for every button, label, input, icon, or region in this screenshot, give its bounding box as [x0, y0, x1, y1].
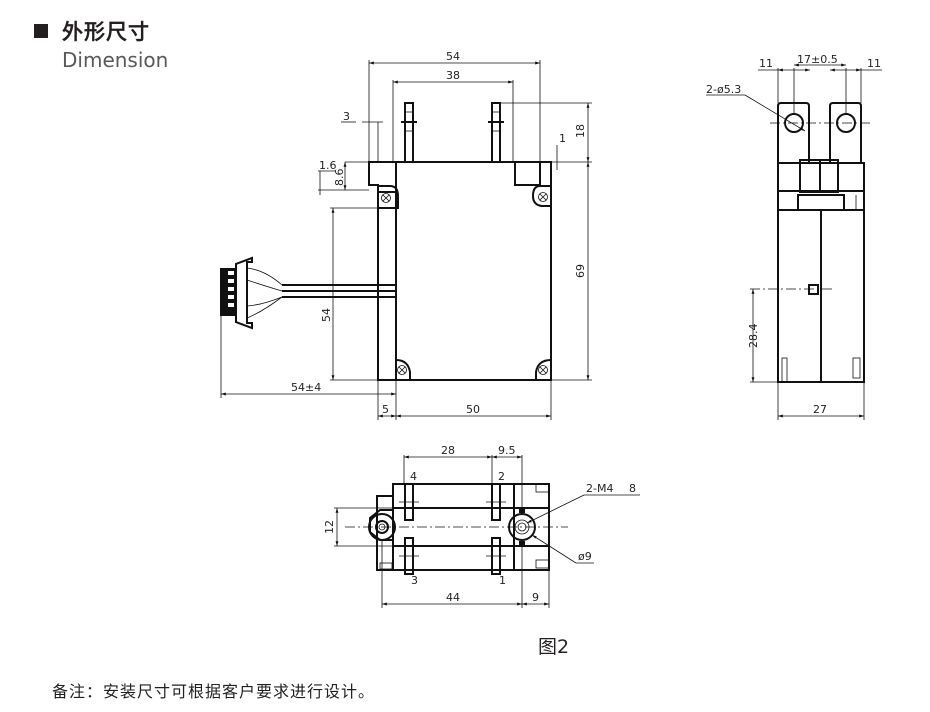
- side-center-marker: [808, 284, 819, 295]
- square-bullet-icon: [34, 24, 48, 38]
- dim-pin-pitch: 28: [441, 444, 455, 457]
- side-tab-left: [777, 102, 810, 163]
- dim-overall-width: 54: [446, 50, 460, 63]
- dim-depth: 27: [813, 403, 827, 416]
- terminal-right: [491, 102, 501, 163]
- ear-top-left: [377, 185, 399, 209]
- dim-end-offset: 9: [532, 591, 539, 604]
- dim-hole-pitch: 17±0.5: [797, 53, 838, 66]
- cable-connector: [235, 256, 253, 330]
- front-body-outline: [395, 161, 552, 381]
- section-header: 外形尺寸: [34, 16, 150, 46]
- screw-icon: [381, 193, 391, 203]
- dim-side-thickness: 5: [382, 403, 389, 416]
- dim-body-width: 50: [466, 403, 480, 416]
- screw-icon: [538, 365, 548, 375]
- dim-boss-dia: ø9: [578, 550, 592, 563]
- dim-mount-pitch: 44: [446, 591, 460, 604]
- dim-overall-height: 69: [574, 264, 587, 278]
- dim-right-margin: 11: [867, 57, 881, 70]
- dim-body-height: 54: [320, 308, 333, 322]
- screw-icon: [538, 192, 548, 202]
- connector-pins: [220, 268, 236, 316]
- ear-bottom-right: [535, 359, 552, 380]
- ear-bottom-left: [395, 359, 411, 381]
- screw-icon: [397, 365, 407, 375]
- dim-height: 12: [323, 520, 336, 534]
- dim-gap: 1: [559, 132, 566, 145]
- ear-top-right: [531, 185, 552, 207]
- pin-label-4: 4: [410, 470, 417, 483]
- section-title: 外形尺寸: [62, 20, 150, 44]
- dim-cable-length: 54±4: [291, 381, 321, 394]
- side-tab-right: [829, 102, 862, 163]
- remark-note: 备注：安装尺寸可根据客户要求进行设计。: [52, 682, 376, 701]
- terminal-left: [404, 102, 414, 163]
- pin-label-1: 1: [499, 574, 506, 587]
- dim-top-offset: 1.6: [319, 159, 337, 172]
- dim-left-margin: 11: [759, 57, 773, 70]
- dim-bracket-height: 8.6: [333, 169, 346, 187]
- side-view: 11 17±0.5 11 2-ø5.3 28.4 27: [706, 53, 882, 420]
- dim-center-height: 28.4: [747, 324, 760, 349]
- dim-hole-callout: 2-ø5.3: [706, 83, 741, 96]
- section-subtitle: Dimension: [62, 48, 169, 72]
- dim-offset: 9.5: [498, 444, 516, 457]
- figure-label: 图2: [538, 636, 570, 658]
- bottom-view: 4 2 3 1 28 9.5 2-M4 8 ø9 12 44 9: [323, 444, 640, 608]
- right-bracket: [510, 161, 541, 186]
- dim-thread-depth: 8: [629, 482, 636, 495]
- pin-label-2: 2: [498, 470, 505, 483]
- dim-terminal-height: 18: [574, 124, 587, 138]
- pin-label-3: 3: [411, 574, 418, 587]
- dim-terminal-spacing: 38: [446, 69, 460, 82]
- dim-thread-callout: 2-M4: [586, 482, 613, 495]
- left-bracket: [368, 161, 397, 193]
- dim-flange: 3: [343, 110, 350, 123]
- front-view: 54 38 3 1.6 8.6 18 1 69 54: [220, 50, 592, 420]
